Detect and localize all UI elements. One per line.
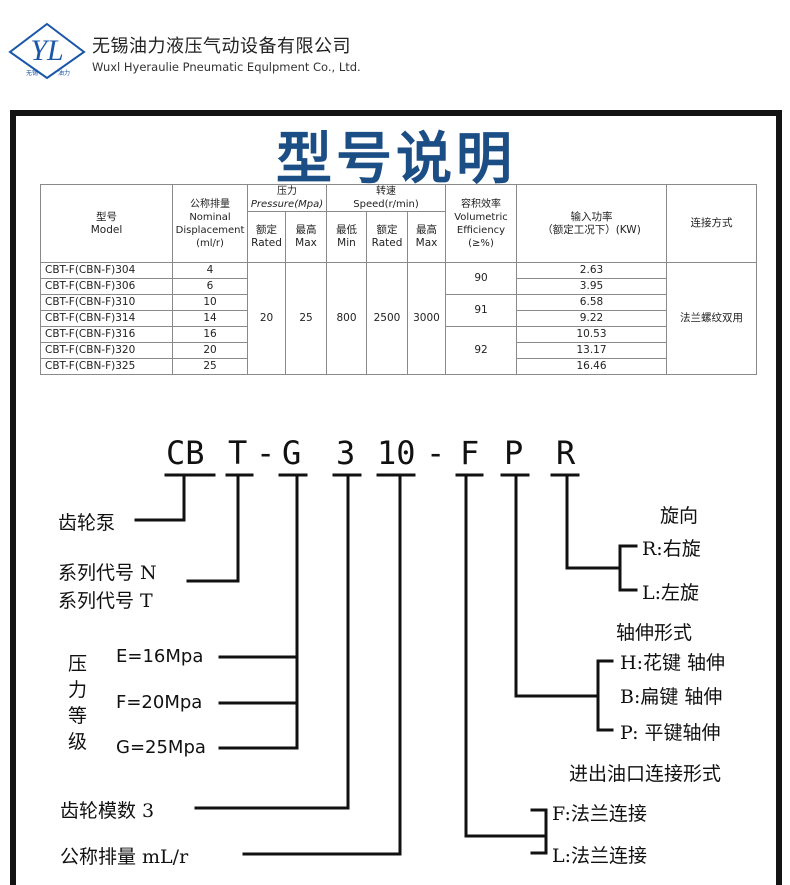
svg-text:YL: YL: [30, 34, 63, 67]
header: YL 无锡 油力 无锡油力液压气动设备有限公司 Wuxl Hyeraulie P…: [0, 0, 790, 95]
designation-lines: [134, 473, 638, 856]
table-cell-model: CBT-F(CBN-F)325: [40, 358, 173, 375]
label-shaft-h: H:花键 轴伸: [620, 652, 726, 674]
table-cell-pressure-rated: 20: [247, 262, 286, 375]
company-name-cn: 无锡油力液压气动设备有限公司: [92, 36, 351, 57]
label-pressure-grade-3: 等: [68, 705, 88, 727]
label-rotation-l: L:左旋: [642, 582, 700, 604]
label-shaft-p: P: 平键轴伸: [620, 722, 721, 744]
table-cell-disp: 16: [172, 326, 248, 343]
label-port-l: L:法兰连接: [552, 845, 648, 867]
code-dash: -: [256, 434, 276, 472]
label-shaft-b: B:扁键 轴伸: [620, 686, 723, 708]
svg-text:无锡: 无锡: [26, 69, 38, 77]
label-gear-pump: 齿轮泵: [58, 512, 116, 534]
label-shaft: 轴伸形式: [616, 622, 693, 644]
table-cell-eff: 90: [445, 262, 517, 295]
code-10: 10: [377, 434, 416, 472]
label-pressure-grade-4: 级: [68, 731, 88, 753]
table-cell-model: CBT-F(CBN-F)306: [40, 278, 173, 295]
company-name-en: Wuxl Hyeraulie Pneumatic Equlpment Co., …: [92, 60, 361, 74]
table-cell-model: CBT-F(CBN-F)310: [40, 294, 173, 311]
code-dash: -: [426, 434, 446, 472]
table-cell-connection: 法兰螺纹双用: [666, 262, 757, 375]
label-rotation: 旋向: [660, 505, 699, 527]
label-displacement: 公称排量 mL/r: [60, 846, 189, 868]
table-cell-power: 9.22: [516, 310, 667, 327]
table-cell-eff: 92: [445, 326, 517, 375]
company-logo: YL 无锡 油力: [8, 22, 86, 80]
table-cell-disp: 25: [172, 358, 248, 375]
label-series-t: 系列代号 T: [58, 590, 153, 612]
code-p: P: [504, 434, 524, 472]
label-port-f: F:法兰连接: [552, 803, 647, 825]
page-title: 型号说明: [276, 127, 516, 192]
table-cell-model: CBT-F(CBN-F)314: [40, 310, 173, 327]
label-modulus: 齿轮模数 3: [60, 800, 155, 822]
table-cell-pressure-max: 25: [285, 262, 327, 375]
code-t: T: [228, 434, 248, 472]
table-cell-speed-min: 800: [326, 262, 367, 375]
label-rotation-r: R:右旋: [642, 538, 701, 560]
label-g: G=25Mpa: [116, 737, 206, 758]
table-cell-model: CBT-F(CBN-F)316: [40, 326, 173, 343]
table-cell-power: 6.58: [516, 294, 667, 311]
code-r: R: [556, 434, 576, 472]
label-e: E=16Mpa: [116, 646, 204, 667]
table-cell-speed-rated: 2500: [366, 262, 408, 375]
label-f: F=20Mpa: [116, 692, 203, 713]
label-series-n: 系列代号 N: [58, 562, 157, 584]
code-f: F: [460, 434, 480, 472]
header-power: 输入功率（额定工况下）(KW): [516, 184, 667, 263]
code-3: 3: [336, 434, 356, 472]
svg-text:油力: 油力: [58, 69, 70, 77]
label-port: 进出油口连接形式: [569, 763, 722, 785]
table-cell-power: 16.46: [516, 358, 667, 375]
label-pressure-grade-2: 力: [68, 679, 88, 701]
code-g: G: [282, 434, 302, 472]
table-cell-power: 13.17: [516, 342, 667, 359]
label-pressure-grade-1: 压: [68, 653, 88, 675]
code-cb: CB: [166, 434, 205, 472]
